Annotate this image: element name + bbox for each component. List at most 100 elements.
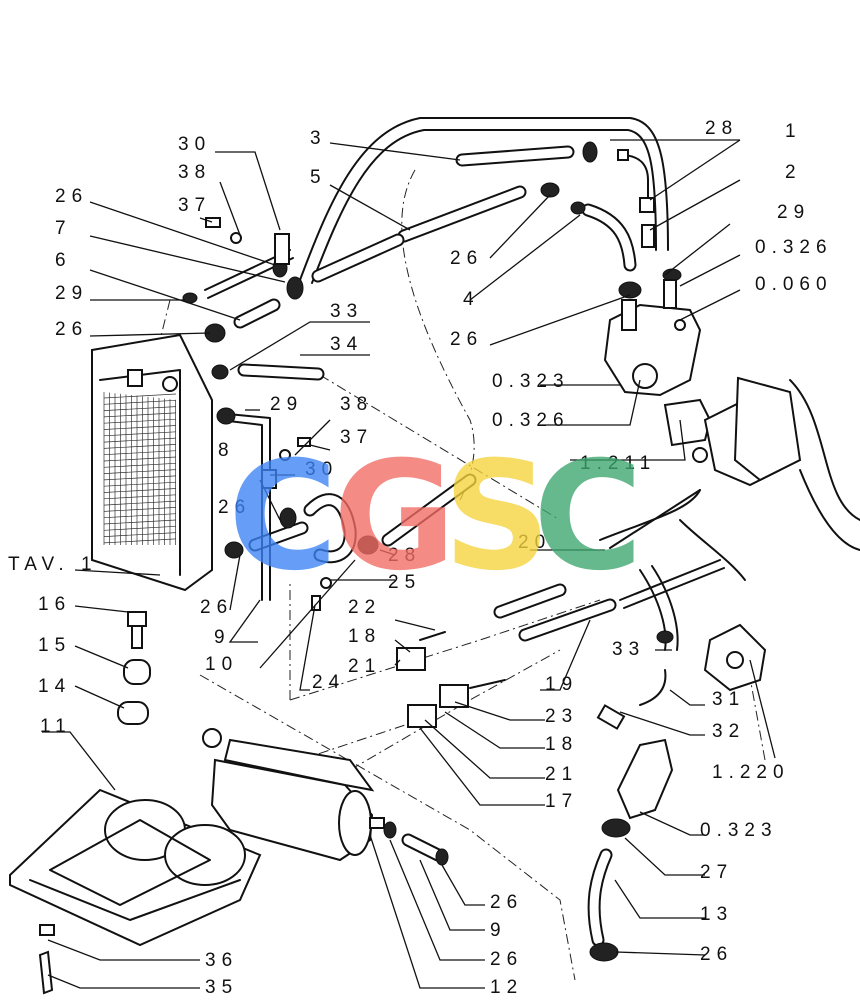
radiator-fin (103, 406, 177, 411)
callout-3: 3 (310, 128, 327, 149)
callout-17: 17 (545, 791, 578, 812)
radiator-fin (103, 462, 177, 468)
callout-0060: 0.060 (755, 274, 833, 295)
callout-29: 29 (270, 394, 303, 415)
callout-30: 30 (305, 459, 338, 480)
callout-29: 29 (55, 283, 88, 304)
callout-29: 29 (777, 202, 810, 223)
callout-10: 10 (205, 654, 238, 675)
callout-18: 18 (545, 734, 578, 755)
callout-tav-1: TAV. 1 (8, 554, 98, 575)
callout-23: 23 (545, 706, 578, 727)
callout-4: 4 (463, 289, 480, 310)
callout-2: 2 (785, 162, 802, 183)
expansion-tank (202, 728, 385, 862)
callout-32: 32 (712, 721, 745, 742)
callout-18: 18 (348, 626, 381, 647)
callout-9: 9 (490, 920, 507, 941)
water-pump (663, 376, 860, 551)
callout-28: 28 (388, 545, 421, 566)
callout-33: 33 (330, 301, 363, 322)
reducer-parts (117, 611, 151, 725)
callout-21: 21 (348, 656, 381, 677)
callout-5: 5 (310, 167, 327, 188)
radiator-fin (103, 412, 177, 418)
callout-31: 31 (712, 689, 745, 710)
callout-16: 16 (38, 594, 71, 615)
callout-36: 36 (205, 950, 238, 971)
callout-26: 26 (450, 329, 483, 350)
callout-0323: 0.323 (700, 820, 778, 841)
hose-clamps (182, 141, 682, 962)
callout-19: 19 (545, 674, 578, 695)
radiator-fin (103, 481, 177, 487)
radiator-fin (103, 456, 177, 462)
radiator-fin (103, 519, 177, 525)
radiator-fin (103, 399, 177, 405)
callout-15: 15 (38, 635, 71, 656)
callout-28: 28 (705, 118, 738, 139)
callout-0323: 0.323 (492, 371, 570, 392)
callout-22: 22 (348, 597, 381, 618)
radiator-fin (103, 431, 177, 437)
callout-38: 38 (178, 162, 211, 183)
outlet-elbow (596, 623, 767, 820)
upper-pipe-loop (299, 117, 669, 284)
callout-37: 37 (340, 427, 373, 448)
radiator-fin (103, 437, 177, 443)
callout-0326: 0.326 (492, 410, 570, 431)
callout-30: 30 (178, 134, 211, 155)
radiator-fin (103, 525, 177, 531)
callout-35: 35 (205, 977, 238, 998)
radiator-fin (103, 494, 177, 500)
callout-26: 26 (450, 248, 483, 269)
thermostat-housing (603, 279, 702, 397)
callout-26: 26 (55, 186, 88, 207)
callout-26: 26 (700, 944, 733, 965)
callout-25: 25 (388, 572, 421, 593)
callout-13: 13 (700, 904, 733, 925)
radiator-fin (103, 513, 177, 519)
radiator-fin (103, 532, 177, 537)
callout-7: 7 (55, 218, 72, 239)
callout-8: 8 (218, 440, 235, 461)
callout-labels: 30 3 28 1 38 5 2 26 37 29 7 26 0.326 6 4… (8, 118, 833, 998)
callout-26: 26 (490, 949, 523, 970)
callout-34: 34 (330, 334, 363, 355)
radiator-fin (103, 500, 177, 506)
callout-27: 27 (700, 862, 733, 883)
radiator (91, 333, 213, 592)
callout-1211: 1.211 (580, 453, 656, 474)
callout-6: 6 (55, 250, 72, 271)
radiator-fin (103, 507, 177, 512)
callout-26: 26 (218, 497, 251, 518)
callout-0326: 0.326 (755, 237, 833, 258)
radiator-fin (103, 425, 177, 430)
fittings-bolts (205, 149, 655, 728)
callout-38: 38 (340, 394, 373, 415)
radiator-fin (103, 488, 177, 493)
callout-37: 37 (178, 195, 211, 216)
mounting-bracket (9, 788, 262, 995)
leader-lines (42, 139, 776, 989)
callout-9: 9 (214, 627, 231, 648)
callout-1: 1 (785, 121, 802, 142)
callout-11: 11 (40, 716, 72, 737)
callout-12: 12 (490, 977, 523, 998)
reference-lines (159, 169, 766, 981)
radiator-fin (103, 450, 177, 456)
callout-26: 26 (490, 892, 523, 913)
radiator-fin (103, 393, 177, 399)
callout-24: 24 (312, 672, 345, 693)
radiator-fin (103, 538, 177, 544)
callout-20: 20 (518, 532, 551, 553)
radiator-fin (103, 469, 177, 474)
callout-21: 21 (545, 764, 578, 785)
callout-1220: 1.220 (712, 762, 790, 783)
hoses (233, 145, 637, 947)
radiator-fin (103, 444, 177, 449)
callout-26: 26 (55, 319, 88, 340)
callout-14: 14 (38, 676, 71, 697)
